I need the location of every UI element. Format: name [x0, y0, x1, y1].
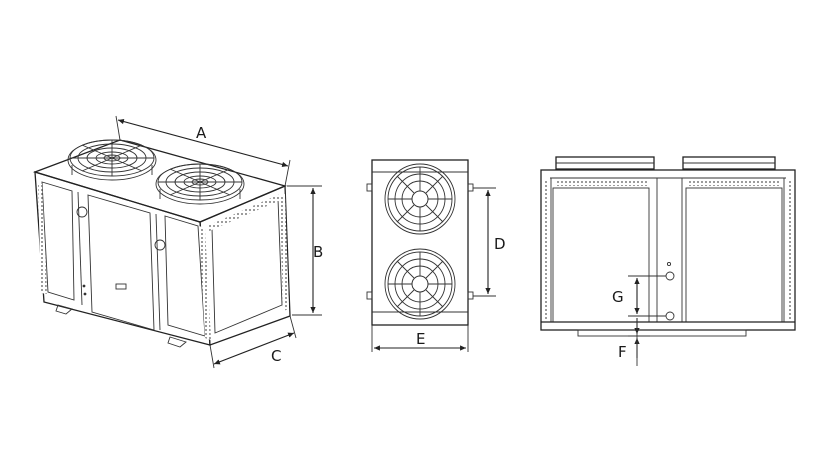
label-a: A	[196, 124, 207, 142]
iso-front-face	[34, 171, 211, 346]
isometric-view: A B C	[32, 115, 323, 369]
iso-right-panel	[211, 198, 283, 334]
side-body	[371, 159, 469, 326]
side-bracket-bl	[366, 291, 373, 300]
iso-foot-left	[55, 304, 73, 315]
side-bracket-tr	[467, 183, 474, 192]
iso-indicator-1	[82, 284, 86, 288]
iso-fan-1	[67, 139, 157, 181]
iso-front-vent-right	[199, 226, 211, 340]
iso-right-vent-side	[280, 194, 289, 311]
side-fan-top	[384, 163, 456, 235]
iso-right-vent-top	[207, 194, 281, 232]
front-pipe-port-lower	[628, 311, 675, 321]
label-f: F	[618, 343, 627, 361]
label-e: E	[416, 330, 425, 348]
front-panel-left	[552, 187, 650, 323]
front-body	[540, 169, 796, 331]
label-b: B	[313, 243, 323, 261]
dim-line-a	[117, 119, 289, 167]
iso-nameplate	[115, 283, 127, 290]
front-sensor-dot	[666, 261, 672, 267]
front-vent-top-left	[555, 180, 649, 186]
iso-front-vent-left	[38, 183, 47, 294]
side-bracket-tl	[366, 183, 373, 192]
front-panel-right	[685, 187, 783, 323]
front-pipe-port-upper	[628, 271, 675, 281]
front-view: G F	[540, 156, 796, 366]
iso-pipe-port-right	[154, 239, 166, 251]
front-base	[577, 329, 747, 337]
side-fan-bottom	[384, 248, 456, 320]
iso-front-left-panel	[41, 181, 75, 301]
iso-front-center-panel	[87, 194, 155, 331]
dim-line-c	[213, 332, 295, 365]
iso-foot-right	[167, 336, 187, 348]
label-c: C	[271, 347, 281, 365]
label-g: G	[612, 288, 624, 306]
side-view: D E	[366, 159, 506, 352]
front-vent-left	[543, 180, 549, 320]
front-vent-right	[787, 180, 793, 320]
iso-indicator-2	[83, 292, 87, 296]
side-bracket-br	[467, 291, 474, 300]
iso-front-right-panel	[164, 215, 206, 337]
front-vent-top-right	[687, 180, 781, 186]
iso-pipe-port-left	[76, 206, 88, 218]
label-d: D	[494, 235, 506, 253]
iso-fan-2	[155, 163, 245, 205]
